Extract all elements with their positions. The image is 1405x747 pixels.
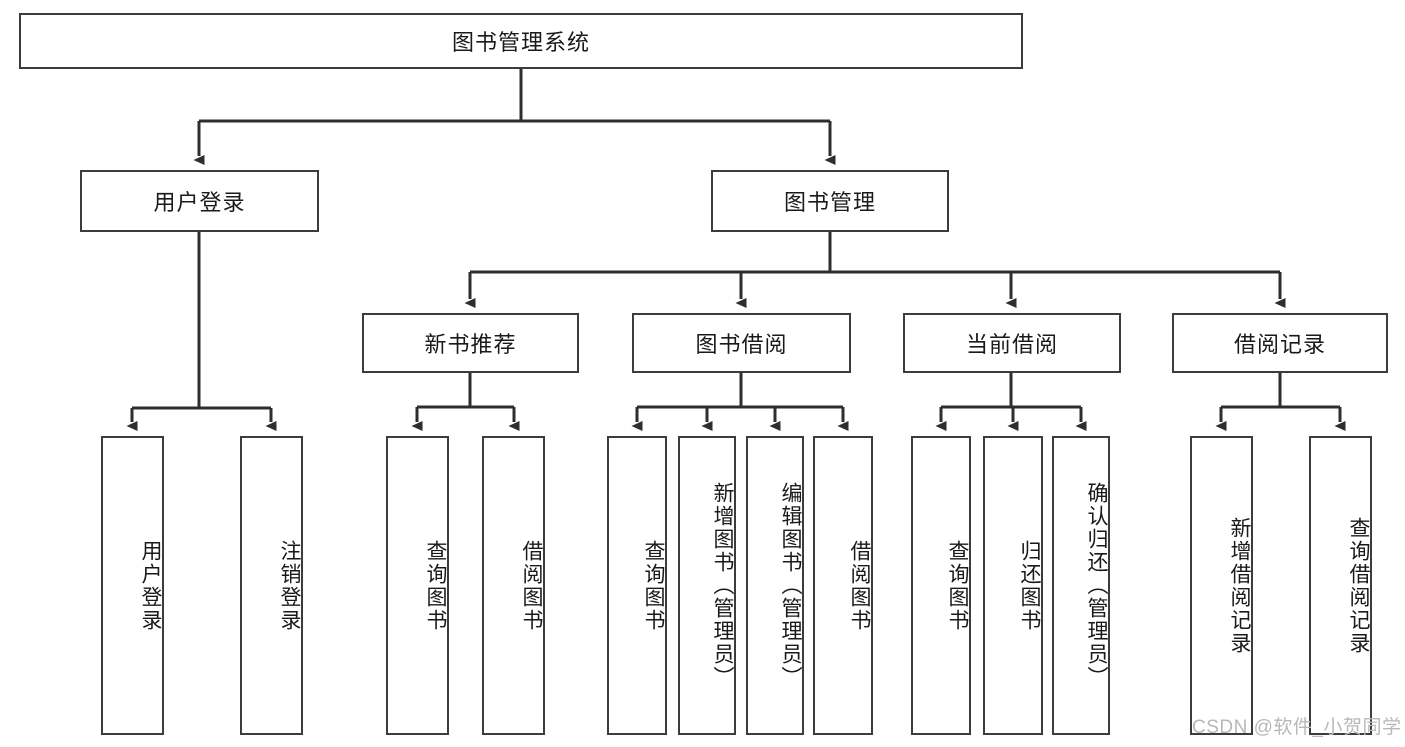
node-leaf-rec-query-book-label: 查询图书 [424,539,447,632]
node-book-borrow-label: 图书借阅 [695,332,788,357]
node-borrow-record-label: 借阅记录 [1233,332,1326,357]
node-leaf-user-login[interactable]: 用户登录 [101,436,164,735]
node-leaf-current-return-book[interactable]: 归还图书 [983,436,1043,735]
node-book-manage-label: 图书管理 [783,190,876,215]
node-user-login-label: 用户登录 [153,190,246,215]
node-new-book-rec[interactable]: 新书推荐 [362,313,579,373]
node-leaf-record-add[interactable]: 新增借阅记录 [1190,436,1253,735]
node-leaf-borrow-add-book[interactable]: 新增图书（管理员） [678,436,736,735]
node-leaf-current-confirm-return-label: 确认归还（管理员） [1085,482,1108,689]
node-leaf-user-logout-label: 注销登录 [278,539,301,632]
node-leaf-borrow-query-book-label: 查询图书 [642,539,665,632]
node-book-borrow[interactable]: 图书借阅 [632,313,851,373]
node-current-borrow-label: 当前借阅 [965,332,1058,357]
node-leaf-record-query-label: 查询借阅记录 [1347,516,1370,655]
node-leaf-borrow-add-book-label: 新增图书（管理员） [711,482,734,689]
node-leaf-current-query-book[interactable]: 查询图书 [911,436,971,735]
node-leaf-current-query-book-label: 查询图书 [946,539,969,632]
node-book-manage[interactable]: 图书管理 [711,170,949,232]
node-leaf-borrow-query-book[interactable]: 查询图书 [607,436,667,735]
node-leaf-user-login-label: 用户登录 [139,539,162,632]
node-current-borrow[interactable]: 当前借阅 [903,313,1121,373]
node-user-login[interactable]: 用户登录 [80,170,319,232]
node-root-label: 图书管理系统 [451,30,590,55]
node-leaf-record-query[interactable]: 查询借阅记录 [1309,436,1372,735]
node-leaf-borrow-borrow-book-label: 借阅图书 [848,539,871,632]
node-leaf-borrow-edit-book[interactable]: 编辑图书（管理员） [746,436,804,735]
node-leaf-borrow-borrow-book[interactable]: 借阅图书 [813,436,873,735]
node-new-book-rec-label: 新书推荐 [424,332,517,357]
node-leaf-borrow-edit-book-label: 编辑图书（管理员） [779,482,802,689]
node-leaf-current-confirm-return[interactable]: 确认归还（管理员） [1052,436,1110,735]
node-borrow-record[interactable]: 借阅记录 [1172,313,1388,373]
node-leaf-rec-borrow-book[interactable]: 借阅图书 [482,436,545,735]
node-leaf-user-logout[interactable]: 注销登录 [240,436,303,735]
node-root[interactable]: 图书管理系统 [19,13,1023,69]
watermark: CSDN @软件_小贺同学 [1192,717,1402,738]
node-leaf-record-add-label: 新增借阅记录 [1228,516,1251,655]
node-leaf-rec-borrow-book-label: 借阅图书 [520,539,543,632]
node-leaf-rec-query-book[interactable]: 查询图书 [386,436,449,735]
node-leaf-current-return-book-label: 归还图书 [1018,539,1041,632]
